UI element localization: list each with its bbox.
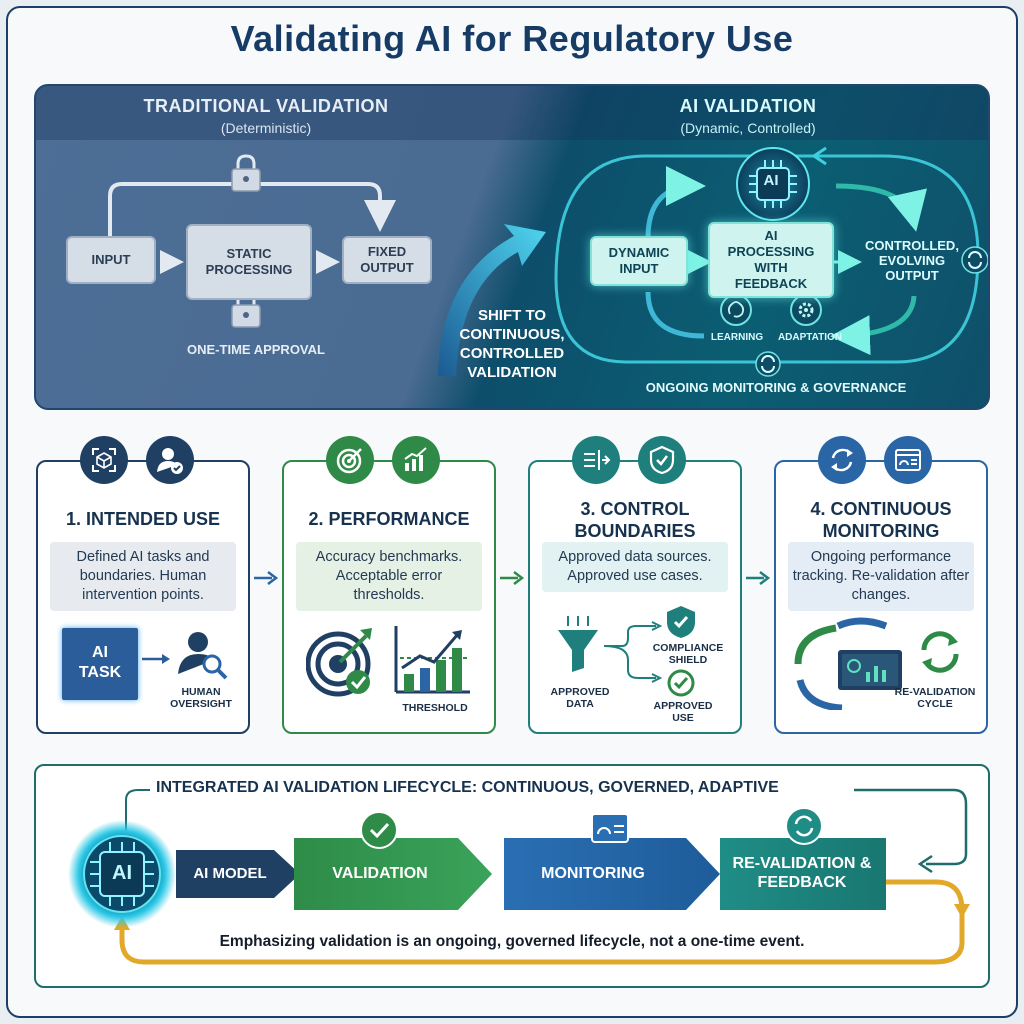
stage-monitoring: MONITORING	[541, 864, 645, 882]
card-title: 1. INTENDED USE	[65, 509, 221, 529]
approved-data-label: APPROVED DATA	[550, 686, 610, 710]
person-search-icon	[178, 632, 228, 680]
ai-task-icon: AI TASK	[62, 628, 138, 700]
user-check-icon	[146, 436, 194, 484]
growth-chart-icon	[392, 436, 440, 484]
card-arrow-3	[746, 571, 771, 585]
traditional-heading: TRADITIONAL VALIDATION	[143, 96, 389, 116]
shift-label: SHIFT TO CONTINUOUS, CONTROLLED VALIDATI…	[459, 307, 565, 381]
stage-validation: VALIDATION	[332, 864, 428, 882]
card-arrow-1	[254, 571, 279, 585]
controlled-output-label: CONTROLLED, EVOLVING OUTPUT	[865, 238, 959, 283]
bar-chart-icon	[394, 626, 470, 694]
card-continuous-monitoring: 4. CONTINUOUS MONITORING Ongoing perform…	[774, 460, 988, 734]
ai-chip-icon	[736, 147, 810, 221]
card-arrow-2	[500, 571, 525, 585]
ai-heading: AI VALIDATION	[679, 96, 817, 116]
approved-check-icon	[667, 669, 695, 697]
static-processing-box: STATIC PROCESSING	[186, 224, 312, 300]
page-title: Validating AI for Regulatory Use	[230, 18, 794, 59]
ai-subheading: (Dynamic, Controlled)	[680, 120, 816, 136]
target-icon	[306, 628, 372, 697]
cycle-arrows-icon	[818, 436, 866, 484]
human-oversight-label: HUMAN OVERSIGHT	[170, 686, 232, 710]
banner-ai-chip-label: AI	[763, 172, 779, 189]
card-title: 4. CONTINUOUS MONITORING	[810, 499, 952, 541]
card-description: Defined AI tasks and boundaries. Human i…	[50, 542, 236, 611]
fixed-output-box: FIXED OUTPUT	[342, 236, 432, 284]
approved-use-label: APPROVED USE	[653, 700, 713, 724]
threshold-label: THRESHOLD	[402, 702, 468, 714]
card-description: Accuracy benchmarks. Acceptable error th…	[296, 542, 482, 611]
gear-icon	[790, 294, 822, 326]
card-title: 2. PERFORMANCE	[308, 509, 470, 529]
monitoring-cycle-graphic	[794, 617, 902, 710]
shield-check-icon	[638, 436, 686, 484]
card-description: Approved data sources. Approved use case…	[542, 542, 728, 592]
traditional-header: TRADITIONAL VALIDATION (Deterministic)	[56, 96, 476, 136]
compliance-shield-label: COMPLIANCE SHIELD	[652, 642, 724, 666]
dynamic-input-box: DYNAMIC INPUT	[590, 236, 688, 286]
lock-icon-top	[231, 154, 261, 192]
stage-revalidation: RE-VALIDATION & FEEDBACK	[732, 855, 872, 891]
lifecycle-ai-chip-label: AI	[112, 862, 132, 884]
boundaries-graphic	[558, 616, 663, 683]
comparison-banner: TRADITIONAL VALIDATION (Deterministic) A…	[34, 84, 990, 410]
cube-scan-icon	[80, 436, 128, 484]
outer-feedback-loop	[554, 154, 980, 364]
card-performance: 2. PERFORMANCE Accuracy benchmarks. Acce…	[282, 460, 496, 734]
lifecycle-footer: Emphasizing validation is an ongoing, go…	[219, 933, 805, 950]
traditional-subheading: (Deterministic)	[220, 120, 312, 136]
input-box: INPUT	[66, 236, 156, 284]
ai-processing-box: AI PROCESSING WITH FEEDBACK	[708, 222, 834, 298]
monitoring-governance-label: ONGOING MONITORING & GOVERNANCE	[645, 380, 907, 395]
revalidation-cycle-icon	[921, 631, 959, 673]
banner-graphics	[36, 86, 988, 377]
one-time-approval-label: ONE-TIME APPROVAL	[187, 342, 325, 357]
filter-sliders-icon	[572, 436, 620, 484]
compliance-shield-icon	[667, 606, 695, 638]
brain-icon	[720, 294, 752, 326]
adaptation-label: ADAPTATION	[777, 332, 843, 343]
refresh-icon-right	[961, 246, 988, 274]
learning-label: LEARNING	[710, 332, 764, 343]
lifecycle-graphics	[68, 788, 970, 965]
lifecycle-title: INTEGRATED AI VALIDATION LIFECYCLE: CONT…	[150, 779, 785, 797]
card-description: Ongoing performance tracking. Re-validat…	[788, 542, 974, 611]
shift-arrow	[438, 224, 546, 376]
card-control-boundaries: 3. CONTROL BOUNDARIES Approved data sour…	[528, 460, 742, 734]
ai-task-label: AI TASK	[78, 644, 122, 681]
card-title: 3. CONTROL BOUNDARIES	[574, 499, 696, 541]
dashboard-icon	[884, 436, 932, 484]
stage-ai-model: AI MODEL	[193, 864, 267, 882]
revalidation-cycle-label: RE-VALIDATION CYCLE	[894, 686, 976, 710]
card-intended-use: 1. INTENDED USE Defined AI tasks and bou…	[36, 460, 250, 734]
ai-header: AI VALIDATION (Dynamic, Controlled)	[538, 96, 958, 136]
arrow-icon	[142, 654, 170, 664]
refresh-icon-bottom	[755, 351, 781, 377]
target-arrow-icon	[326, 436, 374, 484]
